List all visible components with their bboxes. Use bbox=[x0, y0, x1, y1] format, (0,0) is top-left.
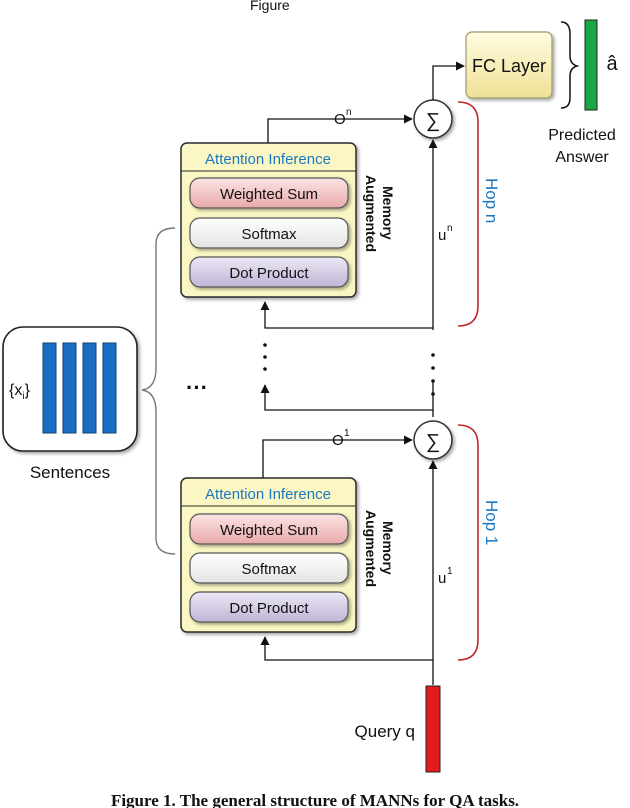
hop-1-bracket bbox=[457, 424, 479, 661]
vertical-dots-left bbox=[263, 343, 267, 371]
memory-label-bottom: Memory bbox=[380, 521, 396, 575]
answer-bar bbox=[584, 19, 598, 111]
answer-symbol: â bbox=[606, 53, 618, 75]
softmax-label-top: Softmax bbox=[241, 226, 297, 243]
fc-layer-box bbox=[465, 31, 553, 99]
memory-block-top: Attention Inference Weighted Sum Softmax… bbox=[180, 142, 396, 298]
top-text: Figure bbox=[250, 0, 290, 13]
o-1-arrow bbox=[262, 435, 413, 478]
weighted-sum-label-bottom: Weighted Sum bbox=[220, 522, 318, 539]
sentences-brace bbox=[141, 227, 176, 555]
u-1-sup: 1 bbox=[447, 566, 453, 577]
dot-product-label-top: Dot Product bbox=[229, 265, 309, 282]
memory-label-top: Memory bbox=[380, 186, 396, 240]
feed-arrow-bottom bbox=[260, 636, 433, 661]
fc-layer-label: FC Layer bbox=[472, 56, 546, 76]
u-1-label: u bbox=[438, 570, 446, 587]
u-n-sup: n bbox=[447, 223, 453, 234]
o-n-sup: n bbox=[346, 107, 352, 118]
hop-n-bracket bbox=[457, 101, 479, 327]
attention-header-top: Attention Inference bbox=[205, 151, 331, 168]
weighted-sum-box-bottom bbox=[189, 513, 349, 545]
softmax-label-bottom: Softmax bbox=[241, 561, 297, 578]
augmented-label-top: Augmented bbox=[363, 175, 379, 252]
query-bar bbox=[425, 685, 441, 773]
sum-to-fc-arrow bbox=[432, 61, 465, 100]
attention-header-bottom: Attention Inference bbox=[205, 486, 331, 503]
query-label: Query q bbox=[355, 722, 415, 741]
weighted-sum-box-top bbox=[189, 177, 349, 209]
softmax-box-top bbox=[189, 217, 349, 249]
answer-label: Answer bbox=[555, 149, 609, 166]
output-brace bbox=[560, 21, 580, 109]
sum-symbol-bottom: ∑ bbox=[426, 431, 440, 453]
o-1-label: O bbox=[332, 432, 344, 449]
predicted-label: Predicted bbox=[548, 127, 616, 144]
sentence-bars bbox=[42, 342, 117, 434]
u-n-label: u bbox=[438, 227, 446, 244]
vertical-dots-right bbox=[431, 353, 435, 396]
hop-1-label: Hop 1 bbox=[482, 500, 501, 545]
horizontal-ellipsis: ··· bbox=[186, 375, 208, 400]
o-n-arrow bbox=[267, 114, 413, 143]
sum-node-bottom bbox=[413, 420, 453, 460]
weighted-sum-label-top: Weighted Sum bbox=[220, 186, 318, 203]
dot-product-box-top bbox=[189, 256, 349, 288]
o-1-sup: 1 bbox=[344, 428, 350, 439]
dot-product-box-bottom bbox=[189, 591, 349, 623]
augmented-label-bottom: Augmented bbox=[363, 510, 379, 587]
softmax-box-bottom bbox=[189, 552, 349, 584]
sentences-var: {xi} bbox=[9, 382, 31, 402]
memory-block-bottom: Attention Inference Weighted Sum Softmax… bbox=[180, 477, 396, 633]
figure-caption: Figure 1. The general structure of MANNs… bbox=[111, 791, 519, 808]
sum-symbol-top: ∑ bbox=[426, 110, 440, 132]
o-n-label: O bbox=[334, 111, 346, 128]
sentences-label: Sentences bbox=[30, 463, 110, 482]
hop-n-label: Hop n bbox=[482, 178, 501, 223]
feed-arrow-top bbox=[260, 301, 433, 329]
dot-product-label-bottom: Dot Product bbox=[229, 600, 309, 617]
feed-arrow-middle bbox=[260, 384, 433, 411]
